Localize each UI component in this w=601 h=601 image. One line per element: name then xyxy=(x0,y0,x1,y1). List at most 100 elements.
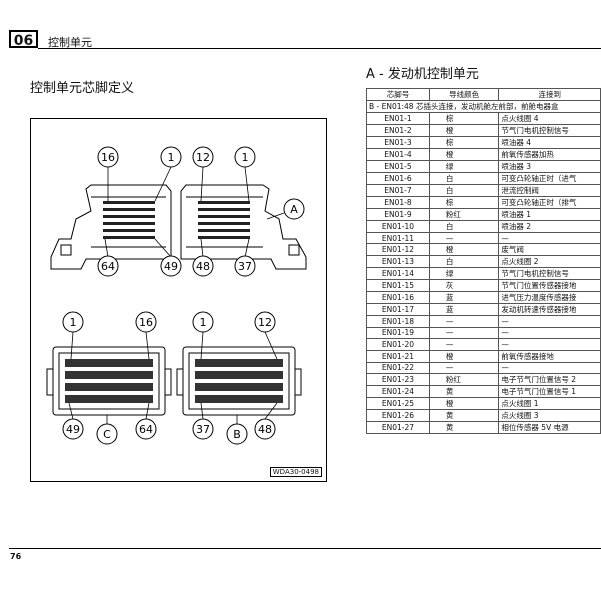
connected-to-cell: 泄流控制阀 xyxy=(498,184,601,197)
connected-to-cell: 可变凸轮轴正时（进气 xyxy=(498,172,601,185)
connected-to-cell: 节气门电机控制信号 xyxy=(498,124,601,137)
connected-to-cell: — xyxy=(498,338,601,351)
lower-left-callout-16: 16 xyxy=(139,316,153,329)
table-row: EN01-19—— xyxy=(366,326,601,340)
wire-color-cell: 灰 xyxy=(428,279,500,293)
header-rule xyxy=(38,48,601,49)
chapter-number: 06 xyxy=(9,30,38,49)
wire-color-cell: 橙 xyxy=(428,243,500,257)
callout-64: 64 xyxy=(101,260,115,273)
table-row: EN01-18—— xyxy=(366,315,601,328)
connected-to-cell: — xyxy=(498,326,601,340)
table-row: EN01-20—— xyxy=(366,338,601,351)
wire-color-cell: 棕 xyxy=(428,112,500,125)
pin-cell: EN01-12 xyxy=(366,243,430,257)
pin-cell: EN01-10 xyxy=(366,220,430,233)
header-connected-to: 连接到 xyxy=(498,88,601,101)
pin-cell: EN01-18 xyxy=(366,315,430,328)
connected-to-cell: 点火线圈 1 xyxy=(498,396,601,410)
callout-a: A xyxy=(290,203,298,216)
pin-cell: EN01-11 xyxy=(366,231,430,245)
callout-37: 37 xyxy=(238,260,252,273)
connector-diagram: 16 1 12 1 A 64 49 48 37 xyxy=(46,146,307,445)
wire-color-cell: 白 xyxy=(428,184,500,197)
pin-cell: EN01-5 xyxy=(366,160,430,173)
table-title: A - 发动机控制单元 xyxy=(366,67,479,82)
wire-color-cell: — xyxy=(428,338,500,351)
header-wire-color: 导线颜色 xyxy=(428,88,500,101)
page-number: 76 xyxy=(10,552,22,561)
pin-cell: EN01-17 xyxy=(366,303,430,317)
wire-color-cell: 绿 xyxy=(428,160,500,173)
wire-color-cell: — xyxy=(428,315,500,328)
connected-to-cell: — xyxy=(498,315,601,328)
pin-cell: EN01-6 xyxy=(366,172,430,185)
connected-to-cell: 可变凸轮轴正时（排气 xyxy=(498,196,601,209)
figure-code: WDA30-0498 xyxy=(269,467,322,477)
connected-to-cell: — xyxy=(498,231,601,245)
wire-color-cell: 橙 xyxy=(428,124,500,137)
connected-to-cell: 节气门位置传感器接地 xyxy=(498,279,601,293)
pin-cell: EN01-4 xyxy=(366,148,430,161)
lower-right-callout-b: B xyxy=(233,428,241,441)
lower-left-callout-c: C xyxy=(103,428,111,441)
wire-color-cell: 黄 xyxy=(428,408,500,422)
callout-1a: 1 xyxy=(168,151,175,164)
connected-to-cell: 喷油器 3 xyxy=(498,160,601,173)
pin-table: 芯脚号 导线颜色 连接到 B - EN01:48 芯插头连接，发动机舱左前部，前… xyxy=(366,88,601,434)
connected-to-cell: 喷油器 1 xyxy=(498,208,601,221)
pin-cell: EN01-24 xyxy=(366,384,430,398)
wire-color-cell: 棕 xyxy=(428,136,500,149)
pin-cell: EN01-21 xyxy=(366,349,430,363)
callout-1b: 1 xyxy=(242,151,249,164)
wire-color-cell: 橙 xyxy=(428,396,500,410)
pin-cell: EN01-15 xyxy=(366,279,430,293)
pin-cell: EN01-8 xyxy=(366,196,430,209)
wire-color-cell: 棕 xyxy=(428,196,500,209)
connector-note-row: B - EN01:48 芯插头连接，发动机舱左前部，前舱电器盒 xyxy=(366,100,601,113)
pin-cell: EN01-26 xyxy=(366,408,430,422)
wire-color-cell: 黄 xyxy=(428,420,500,434)
connected-to-cell: 喷油器 2 xyxy=(498,220,601,233)
pin-cell: EN01-19 xyxy=(366,326,430,340)
connected-to-cell: 点火线圈 2 xyxy=(498,255,601,269)
wire-color-cell: — xyxy=(428,231,500,245)
wire-color-cell: 粉红 xyxy=(428,208,500,221)
pin-cell: EN01-9 xyxy=(366,208,430,221)
pin-cell: EN01-7 xyxy=(366,184,430,197)
wire-color-cell: 黄 xyxy=(428,384,500,398)
wire-color-cell: 粉红 xyxy=(428,372,500,386)
connected-to-cell: 前氧传感器加热 xyxy=(498,148,601,161)
header-pin: 芯脚号 xyxy=(366,88,430,101)
pin-cell: EN01-25 xyxy=(366,396,430,410)
wire-color-cell: 白 xyxy=(428,220,500,233)
pin-cell: EN01-3 xyxy=(366,136,430,149)
lower-right-callout-12: 12 xyxy=(258,316,272,329)
wire-color-cell: — xyxy=(428,326,500,340)
wire-color-cell: 白 xyxy=(428,255,500,269)
callout-16: 16 xyxy=(101,151,115,164)
connected-to-cell: 节气门电机控制信号 xyxy=(498,267,601,281)
pin-cell: EN01-22 xyxy=(366,361,430,374)
wire-color-cell: 绿 xyxy=(428,267,500,281)
connected-to-cell: 发动机转速传感器接地 xyxy=(498,303,601,317)
connected-to-cell: 点火线圈 4 xyxy=(498,112,601,125)
connected-to-cell: 喷油器 4 xyxy=(498,136,601,149)
pin-cell: EN01-27 xyxy=(366,420,430,434)
connected-to-cell: 废气阀 xyxy=(498,243,601,257)
